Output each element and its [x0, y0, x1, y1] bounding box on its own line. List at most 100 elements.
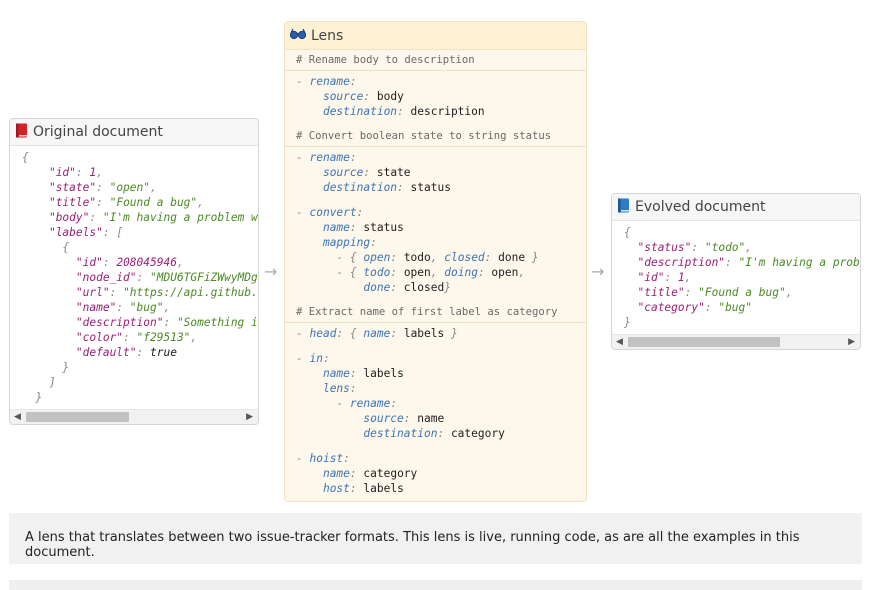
- code-line: "labels": [: [22, 225, 258, 240]
- scroll-left-icon[interactable]: ◀: [616, 337, 623, 347]
- original-document-panel: Original document { "id": 1, "state": "o…: [9, 118, 259, 425]
- code-token: "default": [75, 346, 137, 359]
- code-token: :: [123, 331, 137, 344]
- code-line: }: [22, 360, 258, 375]
- code-token: closed: [444, 251, 485, 264]
- code-line: "description": "Something is: [22, 315, 258, 330]
- code-token: rename: [309, 151, 350, 164]
- code-token: :: [664, 271, 678, 284]
- scroll-right-icon[interactable]: ▶: [848, 337, 855, 347]
- code-token: ,: [785, 286, 793, 299]
- code-token: ,: [684, 271, 692, 284]
- code-token: "status": [637, 241, 692, 254]
- code-token: host: [322, 482, 350, 495]
- original-document-code[interactable]: { "id": 1, "state": "open", "title": "Fo…: [10, 146, 258, 405]
- evolved-document-panel: Evolved document { "status": "todo", "de…: [611, 193, 861, 350]
- code-token: :: [89, 211, 103, 224]
- caption-box: A lens that translates between two issue…: [9, 513, 862, 564]
- code-token: ,: [197, 196, 204, 209]
- code-token: :: [390, 327, 404, 340]
- code-line: - head: { name: labels }: [296, 326, 586, 341]
- evolved-document-header: Evolved document: [612, 194, 860, 221]
- red-book-icon: [15, 123, 28, 142]
- code-token: :: [109, 286, 124, 299]
- code-token: - {: [336, 251, 364, 264]
- code-token: "description": [75, 316, 164, 329]
- code-token: "category": [637, 301, 705, 314]
- code-token: "title": [637, 286, 685, 299]
- code-token: 208045946: [116, 256, 177, 269]
- code-token: :: [356, 206, 364, 219]
- code-token: :: [397, 181, 411, 194]
- code-token: :: [477, 266, 492, 279]
- code-token: open: [403, 266, 431, 279]
- code-token: :: [343, 452, 350, 465]
- code-token: :: [390, 397, 398, 410]
- code-token: ,: [518, 266, 526, 279]
- code-line: "title": "Found a bug",: [624, 285, 860, 300]
- code-token: labels: [363, 367, 404, 380]
- lens-step: - rename: source: body destination: desc…: [285, 71, 586, 126]
- code-token: mapping: [322, 236, 371, 249]
- scroll-left-icon[interactable]: ◀: [14, 412, 21, 422]
- evolved-document-title: Evolved document: [635, 199, 766, 215]
- code-token: {: [624, 226, 631, 239]
- scroll-right-icon[interactable]: ▶: [246, 412, 253, 422]
- code-token: todo: [363, 266, 391, 279]
- code-token: :: [136, 271, 150, 284]
- code-token: "MDU6TGFiZWwyMDgw: [150, 271, 259, 284]
- code-token: }: [444, 327, 458, 340]
- lens-comment: # Rename body to description: [285, 50, 586, 71]
- code-token: :: [349, 467, 364, 480]
- code-token: "Something is: [176, 316, 259, 329]
- code-token: }: [525, 251, 539, 264]
- code-token: : {: [336, 327, 364, 340]
- code-token: labels: [403, 327, 445, 340]
- code-token: "title": [48, 196, 97, 209]
- code-token: :: [349, 75, 357, 88]
- code-token: "id": [48, 166, 76, 179]
- code-token: done: [363, 281, 391, 294]
- code-line: destination: status: [296, 180, 586, 195]
- code-token: -: [296, 452, 310, 465]
- code-token: in: [309, 352, 323, 365]
- lens-comment: # Convert boolean state to string status: [285, 126, 586, 147]
- scroll-thumb[interactable]: [26, 412, 129, 422]
- code-token: name: [363, 327, 391, 340]
- code-line: destination: description: [296, 104, 586, 119]
- lens-step: - convert: name: status mapping: - { ope…: [285, 202, 586, 302]
- code-token: :: [349, 382, 357, 395]
- code-token: :: [484, 251, 499, 264]
- code-line: "node_id": "MDU6TGFiZWwyMDgw: [22, 270, 258, 285]
- code-token: closed: [403, 281, 445, 294]
- code-token: "id": [75, 256, 103, 269]
- code-token: description: [410, 105, 485, 118]
- code-token: "state": [48, 181, 97, 194]
- code-line: - hoist:: [296, 451, 586, 466]
- code-token: :: [96, 181, 110, 194]
- code-line: - { open: todo, closed: done }: [296, 250, 586, 265]
- code-token: ,: [150, 181, 157, 194]
- scroll-thumb[interactable]: [628, 337, 780, 347]
- code-line: destination: category: [296, 426, 586, 441]
- code-token: :: [370, 236, 377, 249]
- code-token: "name": [75, 301, 117, 314]
- code-token: name: [417, 412, 445, 425]
- code-token: ]: [48, 376, 56, 389]
- evolved-document-code[interactable]: { "status": "todo", "description": "I'm …: [612, 221, 860, 330]
- code-token: source: [322, 90, 364, 103]
- code-line: "id": 1,: [22, 165, 258, 180]
- code-token: :: [116, 301, 130, 314]
- code-token: destination: [322, 181, 398, 194]
- code-token: "todo": [704, 241, 746, 254]
- code-line: - { todo: open, doing: open,: [296, 265, 586, 280]
- code-token: done: [498, 251, 526, 264]
- code-token: ,: [430, 266, 445, 279]
- original-horizontal-scrollbar[interactable]: ◀ ▶: [10, 409, 258, 424]
- code-token: "id": [637, 271, 665, 284]
- code-token: :: [349, 221, 364, 234]
- lens-code[interactable]: # Rename body to description- rename: so…: [285, 50, 586, 501]
- code-line: - rename:: [296, 396, 586, 411]
- lens-step: - rename: source: state destination: sta…: [285, 147, 586, 202]
- evolved-horizontal-scrollbar[interactable]: ◀ ▶: [612, 334, 860, 349]
